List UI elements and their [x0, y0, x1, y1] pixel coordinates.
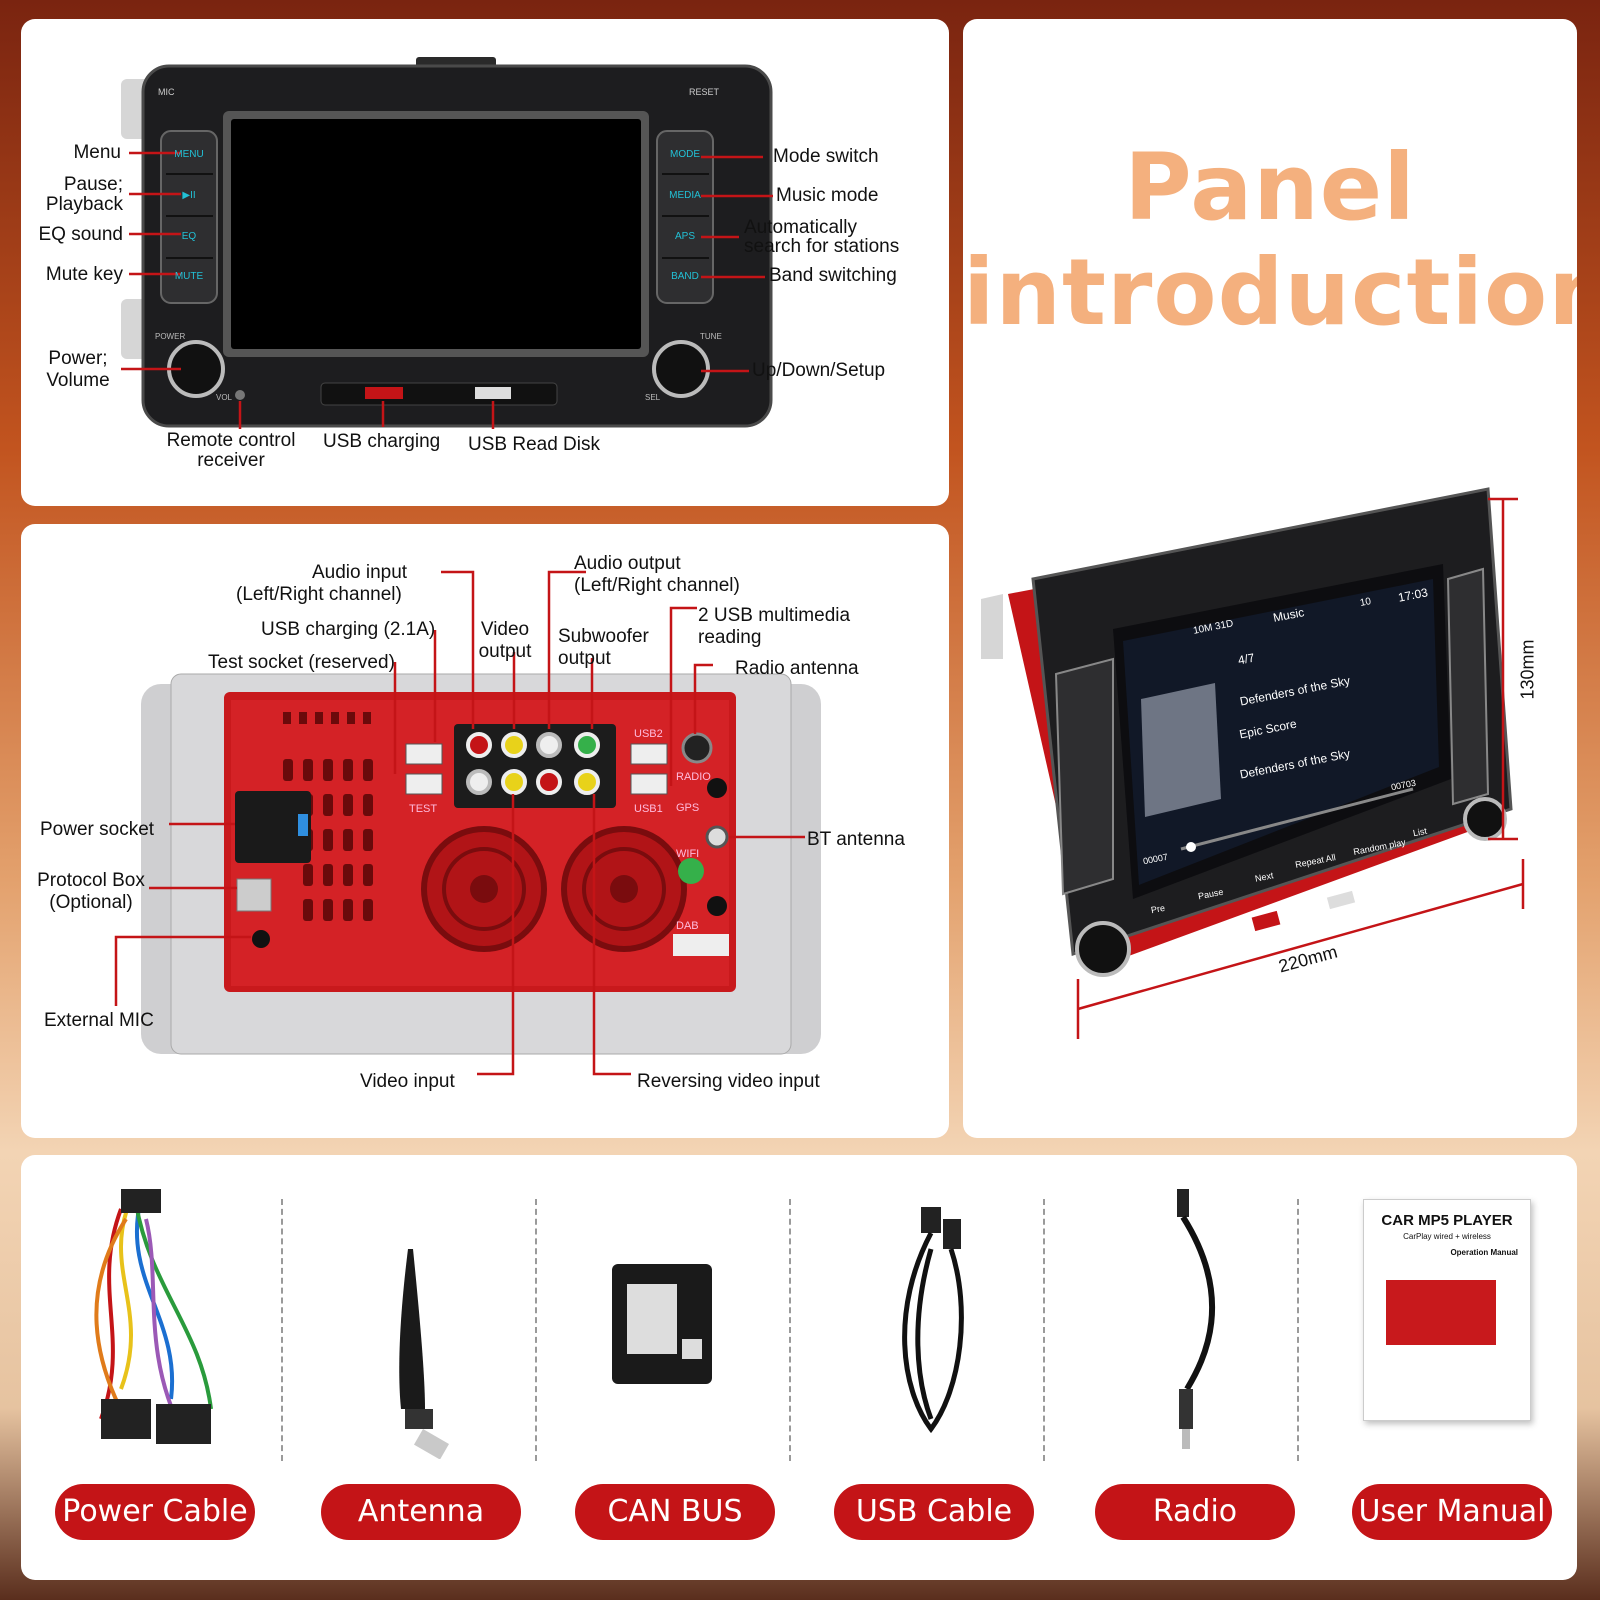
label-eq: EQ sound: [38, 224, 124, 245]
accessory-pill: User Manual: [1352, 1484, 1552, 1540]
accessories-card: CAR MP5 PLAYER CarPlay wired + wireless …: [21, 1155, 1577, 1580]
label-usb-multi-2: reading: [698, 627, 762, 648]
label-power-2: Volume: [46, 370, 110, 391]
aps-button[interactable]: APS: [674, 231, 695, 242]
power-text: POWER: [155, 332, 186, 341]
label-remote-2: receiver: [197, 450, 265, 471]
title-introduction: introduction: [963, 239, 1577, 346]
label-protocol-2: (Optional): [49, 892, 133, 913]
divider: [535, 1199, 537, 1461]
accessory-pill: Antenna: [321, 1484, 521, 1540]
label-mute: Mute key: [45, 264, 123, 285]
port-radio: RADIO: [676, 771, 711, 783]
label-power-1: Power;: [48, 348, 108, 369]
manual-subtitle: CarPlay wired + wireless: [1403, 1232, 1491, 1241]
label-protocol-1: Protocol Box: [37, 870, 145, 891]
label-usb-charging: USB charging: [323, 431, 441, 452]
label-test: Test socket (reserved): [208, 652, 395, 673]
height-dimension: 130mm: [1517, 639, 1538, 700]
mic-text: MIC: [158, 87, 175, 97]
divider: [1043, 1199, 1045, 1461]
play-button[interactable]: ▶II: [182, 190, 196, 201]
band-button[interactable]: BAND: [671, 271, 699, 282]
label-auto-1: Automatically: [744, 217, 857, 238]
label-usb-read: USB Read Disk: [468, 434, 600, 455]
front-panel-device: [121, 57, 773, 429]
label-radio: Radio antenna: [735, 658, 859, 679]
divider: [1297, 1199, 1299, 1461]
rear-panel-card: TEST USB2 USB1 RADIO GPS WIFI DAB Audio …: [21, 524, 949, 1138]
label-usb-charge: USB charging (2.1A): [261, 619, 436, 640]
label-auto-2: search for stations: [744, 236, 900, 257]
tune-text: TUNE: [700, 332, 722, 341]
port-usb2: USB2: [634, 728, 663, 740]
device-angled-view: [981, 487, 1525, 1039]
screen-next-button[interactable]: Next: [1254, 870, 1275, 884]
port-test: TEST: [409, 803, 438, 815]
screen-track-no: 4/7: [1236, 650, 1256, 668]
divider: [789, 1199, 791, 1461]
mode-button[interactable]: MODE: [670, 149, 700, 160]
vol-text: VOL: [216, 393, 233, 402]
usb-cable-image: [902, 1207, 964, 1434]
menu-button[interactable]: MENU: [174, 149, 204, 160]
sel-text: SEL: [645, 393, 661, 402]
rear-panel-device: [114, 570, 821, 1076]
manual-title: CAR MP5 PLAYER: [1381, 1212, 1513, 1229]
label-power-socket: Power socket: [40, 819, 155, 840]
label-video-out-1: Video: [480, 619, 530, 640]
manual-device-photo: [1386, 1280, 1496, 1345]
label-mode: Mode switch: [773, 146, 879, 167]
accessory-pill: USB Cable: [834, 1484, 1034, 1540]
accessory-pill: Radio Antenna: [1095, 1484, 1295, 1580]
label-video-out-2: output: [478, 641, 532, 662]
radio-antenna-image: [1177, 1189, 1216, 1449]
label-mic: External MIC: [44, 1010, 154, 1031]
eq-button[interactable]: EQ: [181, 231, 197, 242]
label-sub-2: output: [558, 648, 611, 669]
port-wifi: WIFI: [676, 848, 700, 860]
label-video-in: Video input: [360, 1071, 455, 1092]
port-gps: GPS: [676, 802, 700, 814]
label-music: Music mode: [776, 185, 879, 206]
accessory-pill: CAN BUS: [575, 1484, 775, 1540]
manual-op: Operation Manual: [1450, 1248, 1518, 1257]
front-panel-card: MIC RESET POWER TUNE VOL SEL MENU ▶II EQ…: [21, 19, 949, 506]
label-pause-1: Pause;: [63, 174, 123, 195]
label-audio-in-2: (Left/Right channel): [236, 584, 402, 605]
label-reversing: Reversing video input: [637, 1071, 820, 1092]
divider: [281, 1199, 283, 1461]
label-usb-multi-1: 2 USB multimedia: [698, 605, 851, 626]
label-audio-in-1: Audio input: [312, 562, 408, 583]
label-audio-out-2: (Left/Right channel): [574, 575, 740, 596]
media-button[interactable]: MEDIA: [669, 190, 701, 201]
accessory-pill: Power Cable: [55, 1484, 255, 1540]
title-panel: Panel: [1124, 134, 1416, 241]
antenna-image: [399, 1249, 449, 1459]
mute-button[interactable]: MUTE: [174, 271, 204, 282]
port-usb1: USB1: [634, 803, 663, 815]
port-dab: DAB: [676, 920, 699, 932]
label-bt: BT antenna: [807, 829, 905, 850]
label-band: Band switching: [769, 265, 897, 286]
intro-card: Panel introduction 10M 31D: [963, 19, 1577, 1138]
can-bus-image: [612, 1264, 712, 1384]
label-sub-1: Subwoofer: [558, 626, 649, 647]
reset-text: RESET: [689, 87, 720, 97]
label-updown: Up/Down/Setup: [752, 360, 886, 381]
label-audio-out-1: Audio output: [574, 553, 681, 574]
label-remote-1: Remote control: [166, 430, 296, 451]
power-cable-image: [94, 1189, 213, 1444]
user-manual-image: CAR MP5 PLAYER CarPlay wired + wireless …: [1363, 1199, 1531, 1421]
label-menu: Menu: [73, 142, 121, 163]
label-pause-2: Playback: [45, 194, 123, 215]
